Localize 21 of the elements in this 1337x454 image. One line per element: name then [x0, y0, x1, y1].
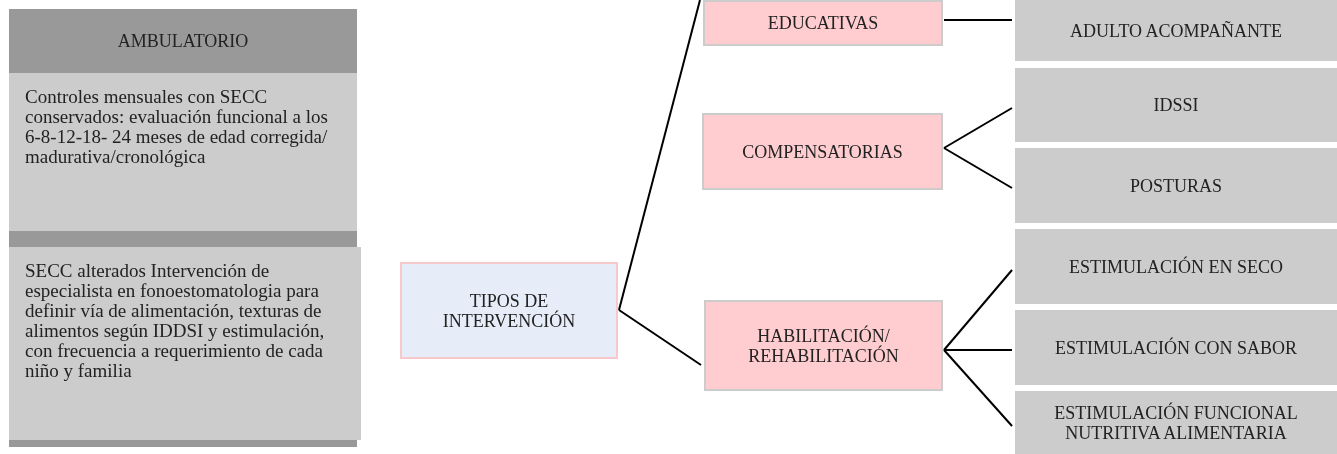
root-box: TIPOS DE INTERVENCIÓN [400, 262, 618, 359]
connector-line [943, 269, 1013, 351]
panel-heading: AMBULATORIO [116, 31, 250, 52]
category-box: EDUCATIVAS [703, 0, 943, 46]
connector-line [618, 309, 702, 366]
item-box: ADULTO ACOMPAÑANTE [1015, 0, 1337, 61]
category-box: HABILITACIÓN/ REHABILITACIÓN [704, 300, 943, 391]
category-box: COMPENSATORIAS [702, 113, 943, 190]
text-box: Controles mensuales con SECC conservados: evaluación funcional a los 6-8-12-18- 24 meses de edad corregida/ madurativa/cronológica [9, 73, 357, 231]
item-box: ESTIMULACIÓN EN SECO [1015, 229, 1337, 304]
connector-line [943, 349, 1013, 351]
item-box: IDSSI [1015, 68, 1337, 142]
connector-line [943, 107, 1013, 149]
text-box: SECC alterados Intervención de especialista en fonoestomatologia para definir vía de alimentación, texturas de alimentos según IDDSI y estimulación, con frecuencia a requerimiento de cada niño y familia [9, 247, 361, 440]
item-box: ESTIMULACIÓN FUNCIONAL NUTRITIVA ALIMENTARIA [1015, 391, 1337, 454]
connector-line [618, 0, 701, 311]
item-box: POSTURAS [1015, 148, 1337, 223]
item-box: ESTIMULACIÓN CON SABOR [1015, 310, 1337, 385]
connector-line [943, 147, 1013, 189]
connector-line [943, 19, 1013, 21]
connector-line [943, 349, 1013, 427]
